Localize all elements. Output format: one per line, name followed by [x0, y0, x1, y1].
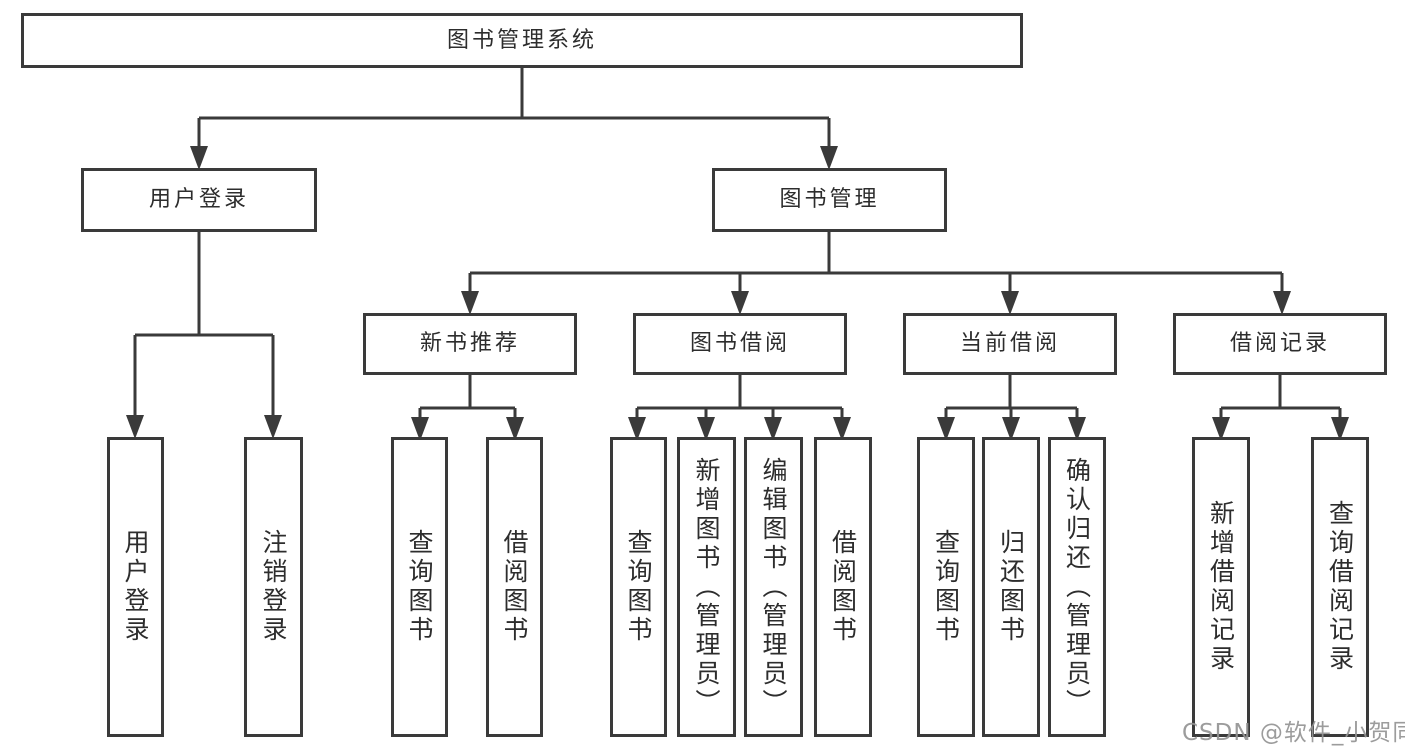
node-label: 借阅记录	[1229, 331, 1330, 356]
leaf-edit-books-admin: 编辑图书（管理员）	[744, 437, 803, 737]
leaf-label: 新增图书（管理员）	[692, 456, 721, 718]
leaf-label: 编辑图书（管理员）	[759, 456, 788, 718]
node-current-borrowing: 当前借阅	[903, 313, 1117, 375]
leaf-return-books: 归还图书	[982, 437, 1040, 737]
leaf-label: 用户登录	[121, 529, 150, 645]
leaf-query-borrow-record: 查询借阅记录	[1311, 437, 1369, 737]
leaf-label: 确认归还（管理员）	[1062, 456, 1092, 718]
node-label: 用户登录	[148, 187, 249, 212]
node-label: 图书借阅	[689, 331, 790, 356]
node-root-label: 图书管理系统	[446, 27, 597, 53]
leaf-label: 查询图书	[405, 529, 434, 645]
node-label: 新书推荐	[419, 331, 520, 356]
leaf-label: 借阅图书	[500, 529, 529, 645]
leaf-query-books-recommend: 查询图书	[391, 437, 448, 737]
node-label: 图书管理	[779, 187, 880, 212]
node-book-borrowing: 图书借阅	[633, 313, 847, 375]
node-user-login-branch: 用户登录	[81, 168, 317, 232]
leaf-label: 借阅图书	[828, 529, 858, 645]
leaf-label: 查询借阅记录	[1325, 500, 1355, 674]
leaf-label: 归还图书	[996, 529, 1026, 645]
node-label: 当前借阅	[959, 331, 1060, 356]
leaf-user-login: 用户登录	[107, 437, 164, 737]
node-book-management: 图书管理	[712, 168, 947, 232]
leaf-query-books-current: 查询图书	[917, 437, 975, 737]
node-new-book-recommend: 新书推荐	[363, 313, 577, 375]
leaf-label: 新增借阅记录	[1206, 500, 1236, 674]
leaf-query-books-borrowing: 查询图书	[610, 437, 667, 737]
leaf-add-borrow-record: 新增借阅记录	[1192, 437, 1250, 737]
leaf-add-books-admin: 新增图书（管理员）	[677, 437, 736, 737]
leaf-confirm-return-admin: 确认归还（管理员）	[1048, 437, 1106, 737]
node-borrow-records: 借阅记录	[1173, 313, 1387, 375]
node-root: 图书管理系统	[21, 13, 1023, 68]
leaf-label: 查询图书	[624, 529, 653, 645]
leaf-borrow-books-borrowing: 借阅图书	[814, 437, 872, 737]
leaf-logout: 注销登录	[244, 437, 303, 737]
leaf-label: 查询图书	[931, 529, 961, 645]
leaf-label: 注销登录	[259, 529, 288, 645]
leaf-borrow-books-recommend: 借阅图书	[486, 437, 543, 737]
csdn-watermark: CSDN @软件_小贺同学	[1182, 720, 1405, 746]
